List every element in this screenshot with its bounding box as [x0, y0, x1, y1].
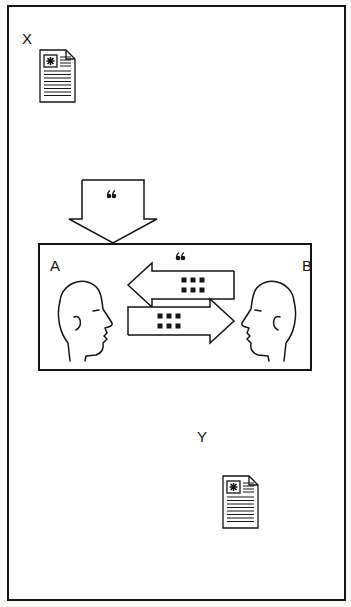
face-drawing — [234, 257, 306, 361]
conversation-box: AB — [38, 243, 312, 371]
face-profile: B — [234, 257, 314, 361]
document-icon — [40, 50, 75, 102]
document-drawing — [195, 428, 270, 548]
quote-mark — [107, 191, 115, 198]
node-label: Y — [195, 428, 278, 445]
document-node: Y — [195, 428, 278, 548]
block-arrow-group — [128, 263, 234, 307]
node-label: B — [234, 257, 314, 274]
node-label: A — [48, 257, 128, 274]
outer-frame — [8, 6, 345, 600]
block-arrow-group — [69, 180, 157, 243]
face-profile: A — [48, 257, 128, 361]
document-icon — [223, 476, 258, 528]
block-arrow-group — [128, 299, 234, 343]
head-profile-drawing — [242, 281, 296, 361]
dot-pattern — [182, 278, 205, 293]
block-arrow — [128, 263, 234, 307]
document-node: X — [20, 30, 188, 180]
dot-pattern — [158, 314, 181, 329]
document-drawing — [20, 30, 180, 180]
quote-mark — [176, 253, 184, 260]
head-profile-drawing — [58, 281, 112, 361]
block-arrow — [69, 180, 157, 243]
node-label: X — [20, 30, 188, 47]
block-arrow — [128, 299, 234, 343]
